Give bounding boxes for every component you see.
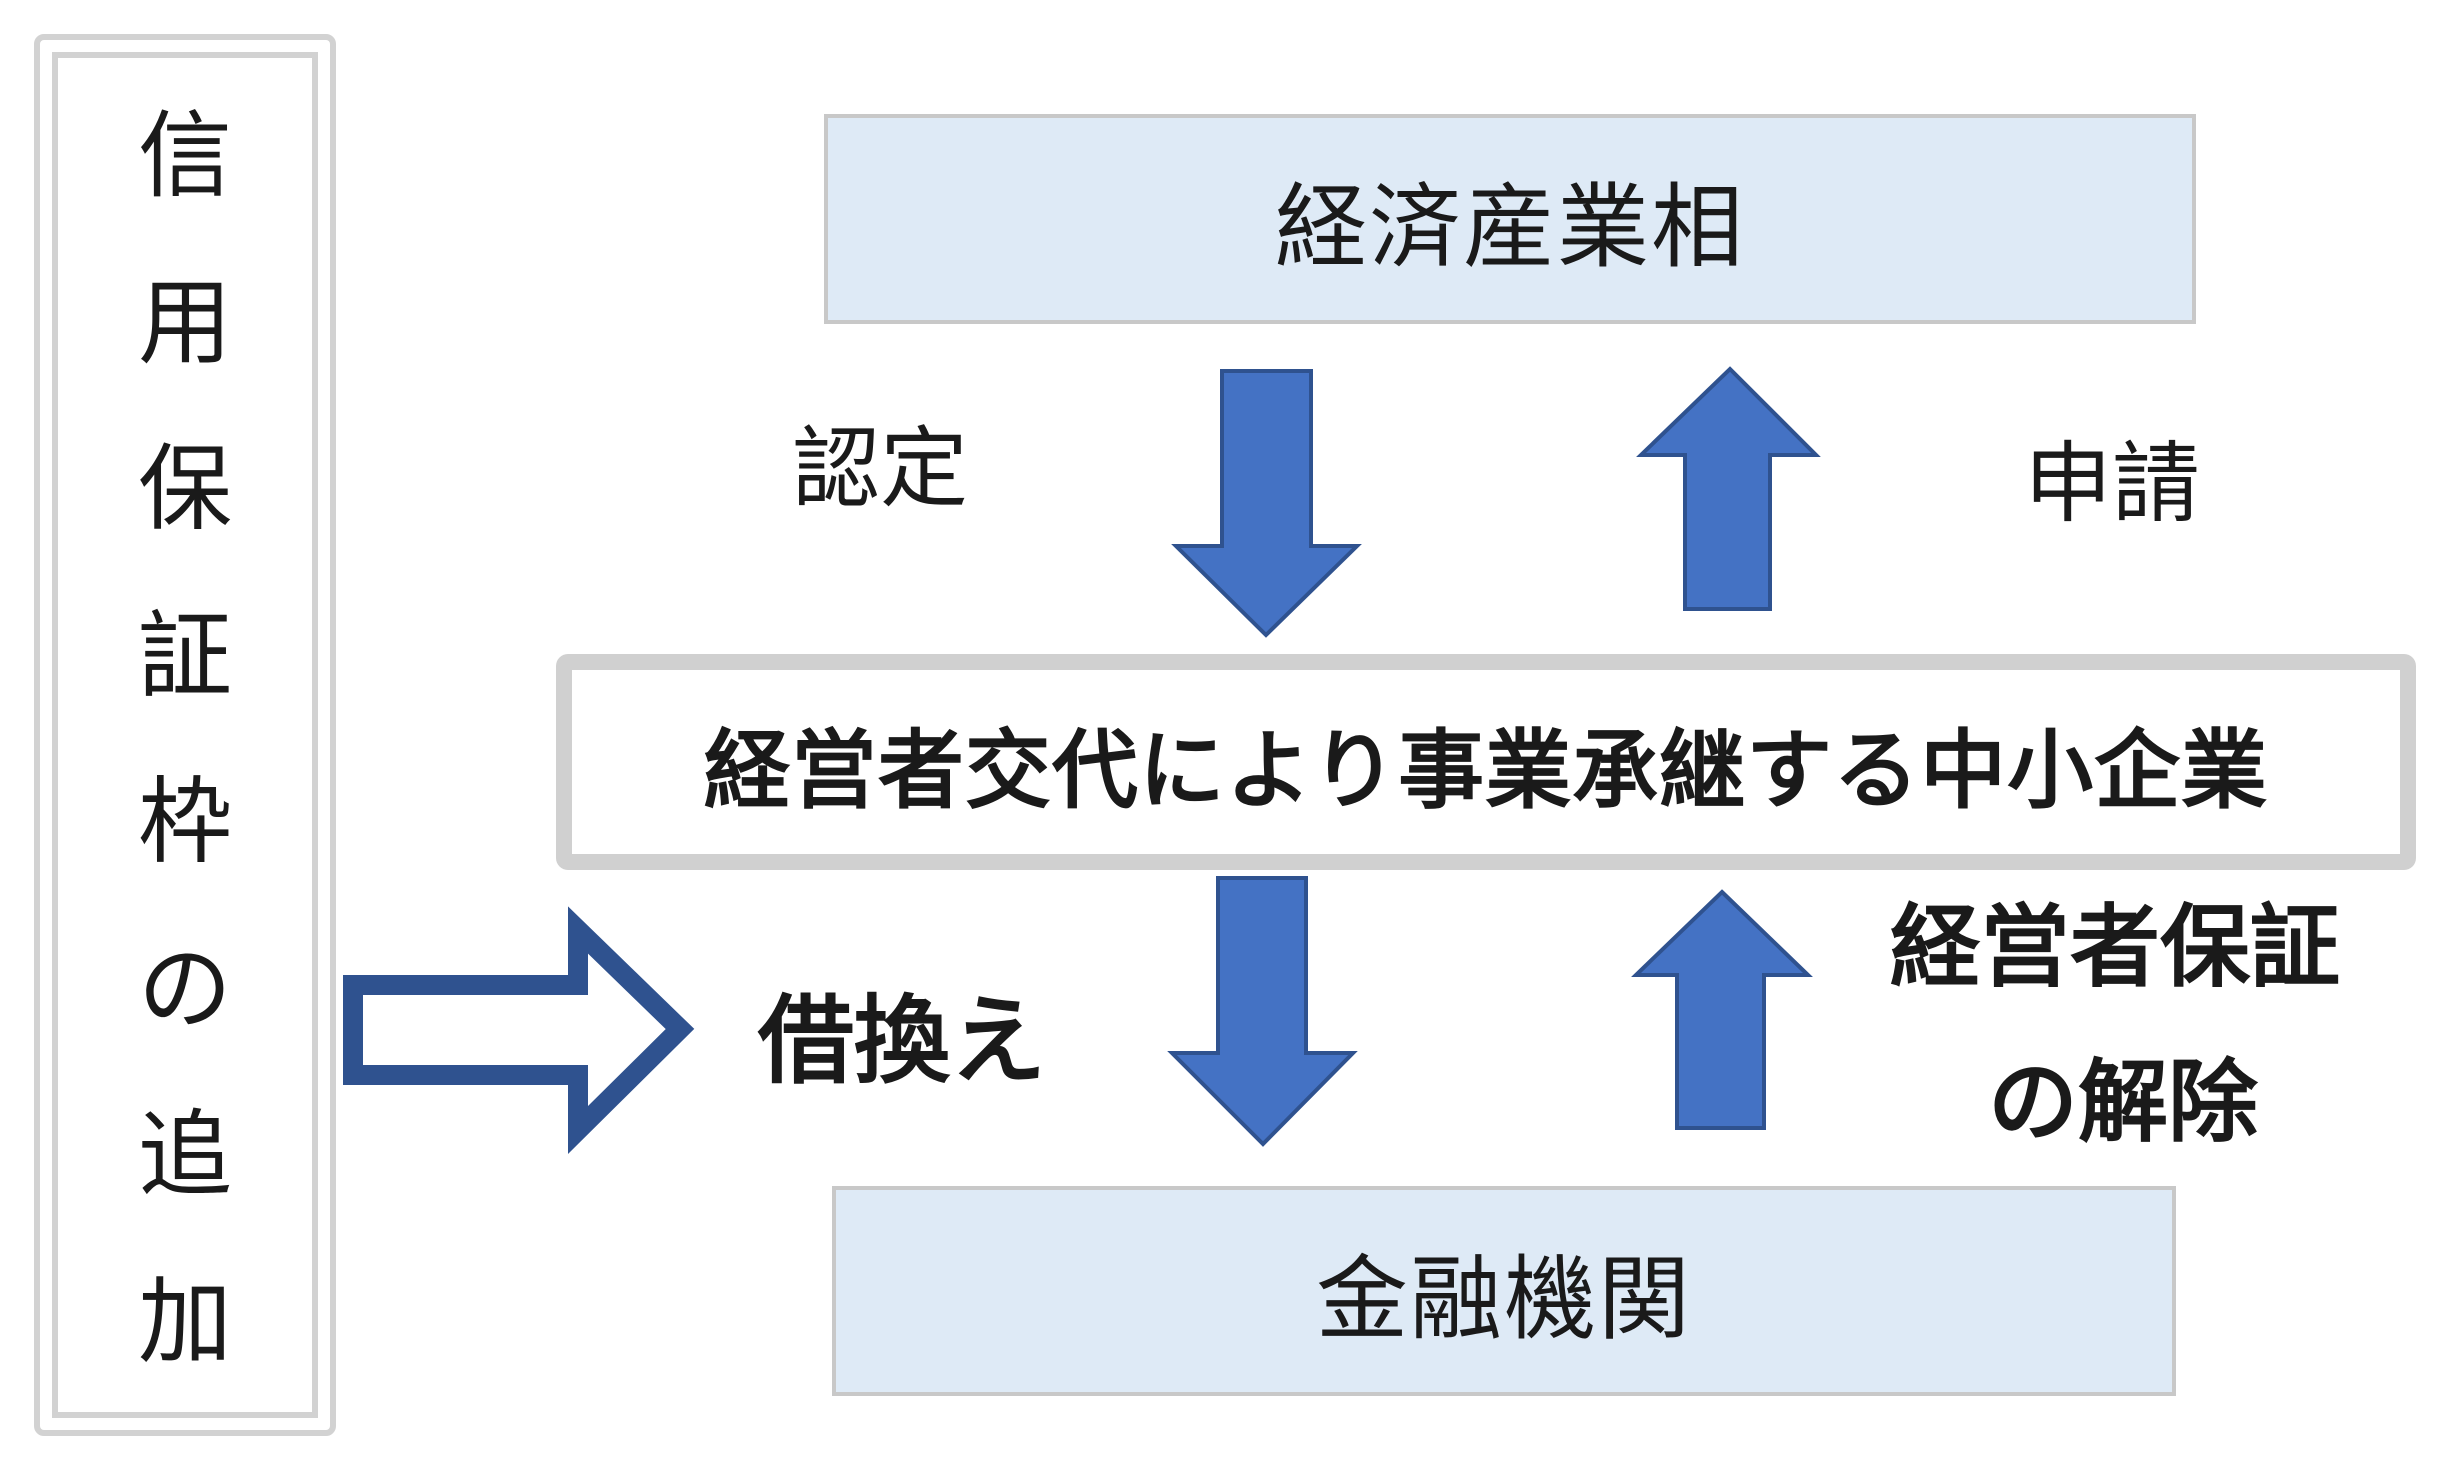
arrow-down-finance	[1167, 876, 1358, 1147]
side-char: 枠	[137, 768, 232, 878]
arrow-right-karikae	[343, 906, 695, 1154]
shinsei-label: 申請	[2024, 432, 2201, 535]
side-char: の	[137, 934, 232, 1044]
financial-institution-box: 金融機関	[832, 1186, 2176, 1396]
ministry-box: 経済産業相	[824, 114, 2196, 324]
arrow-down-nintei	[1171, 369, 1362, 638]
side-char: 追	[137, 1101, 232, 1211]
karikae-label: 借換え	[758, 985, 1046, 1097]
nintei-label: 認定	[792, 417, 969, 520]
ministry-label: 経済産業相	[1274, 173, 1745, 281]
side-char: 証	[137, 601, 232, 711]
arrow-up-shinsei	[1636, 366, 1821, 611]
arrow-up-hosho	[1631, 889, 1813, 1130]
side-panel-outer-border	[34, 34, 336, 1436]
guarantee-release-label-line1: 経営者保証	[1890, 895, 2340, 1000]
side-char: 保	[137, 435, 232, 545]
side-char: 信	[137, 102, 232, 211]
guarantee-release-label-line2: の解除	[1988, 1050, 2258, 1155]
financial-institution-label: 金融機関	[1315, 1245, 1692, 1353]
side-char: 用	[137, 268, 232, 378]
side-char: 加	[137, 1267, 232, 1377]
sme-label: 経営者交代により事業承継する中小企業	[703, 720, 2269, 821]
sme-box: 経営者交代により事業承継する中小企業	[556, 654, 2416, 870]
side-panel-inner-border	[52, 52, 318, 1418]
side-panel-label: 信 用 保 証 枠 の 追 加	[52, 110, 318, 1370]
